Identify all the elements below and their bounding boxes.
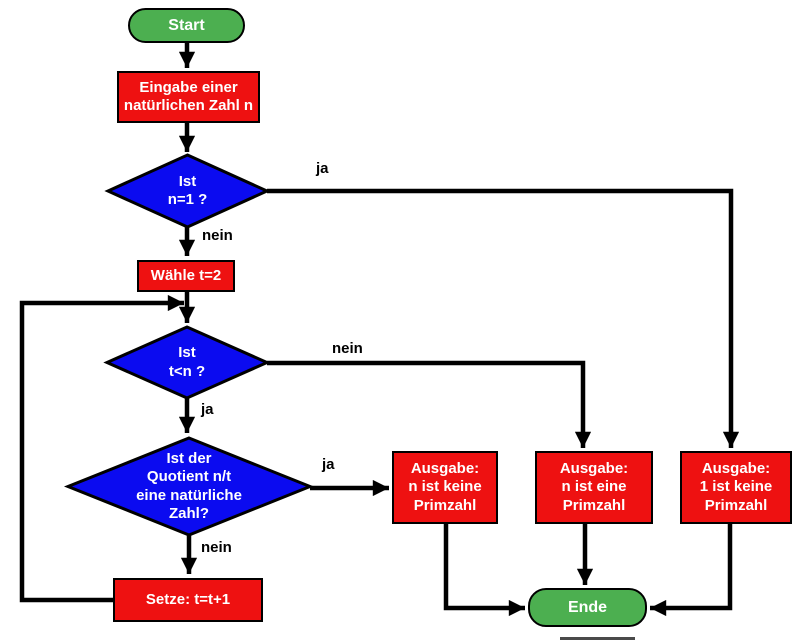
increment-t-node: Setze: t=t+1 [113, 578, 263, 622]
increment-t-node-label: Setze: t=t+1 [145, 590, 231, 608]
edge-label-d1-ja: ja [316, 160, 329, 177]
edge-label-d2-ja: ja [201, 401, 214, 418]
start-node-label: Start [168, 16, 205, 34]
edge-d2-nein-to-ausgabe-eine [267, 360, 592, 448]
edge-label-d3-nein: nein [201, 539, 232, 556]
edge-d1-ja-to-ausgabe1 [267, 188, 740, 448]
choose-t-node: Wähle t=2 [137, 260, 235, 292]
choose-t-node-label: Wähle t=2 [150, 266, 222, 284]
edge-label-d3-ja: ja [322, 456, 335, 473]
bottom-edge-artifact [560, 637, 635, 640]
edge-label-d1-nein: nein [202, 227, 233, 244]
output-n-not-prime-label: Ausgabe: n ist keine Primzahl [408, 460, 482, 514]
decision-quotient-natural: Ist der Quotient n/t eine natürliche Zah… [68, 438, 310, 535]
diamond-shape [108, 155, 267, 227]
edge-setze-loop-to-d2 [19, 294, 184, 603]
decision-t-less-n: Ist t<n ? [107, 327, 267, 398]
output-1-not-prime-label: Ausgabe: 1 ist keine Primzahl [699, 460, 773, 514]
edge-label-d2-nein: nein [332, 340, 363, 357]
output-n-prime-label: Ausgabe: n ist eine Primzahl [559, 460, 629, 514]
output-n-not-prime-node: Ausgabe: n ist keine Primzahl [392, 451, 498, 524]
diamond-shape [68, 438, 310, 535]
decision-quotient-natural-label: Ist der Quotient n/t eine natürliche Zah… [136, 449, 242, 522]
input-node-label: Eingabe einer natürlichen Zahl n [123, 78, 254, 114]
end-node-label: Ende [567, 598, 608, 616]
output-1-not-prime-node: Ausgabe: 1 ist keine Primzahl [680, 451, 792, 524]
diamond-shape [107, 327, 267, 398]
input-node: Eingabe einer natürlichen Zahl n [117, 71, 260, 123]
decision-n-equals-1: Ist n=1 ? [108, 155, 267, 227]
decision-t-less-n-label: Ist t<n ? [168, 344, 206, 380]
edge-ausgabe-keine-to-ende [443, 524, 525, 617]
start-node: Start [128, 8, 245, 43]
edge-ausgabe1-to-ende [650, 524, 733, 617]
end-node: Ende [528, 588, 647, 627]
output-n-prime-node: Ausgabe: n ist eine Primzahl [535, 451, 653, 524]
decision-n-equals-1-label: Ist n=1 ? [167, 172, 208, 208]
